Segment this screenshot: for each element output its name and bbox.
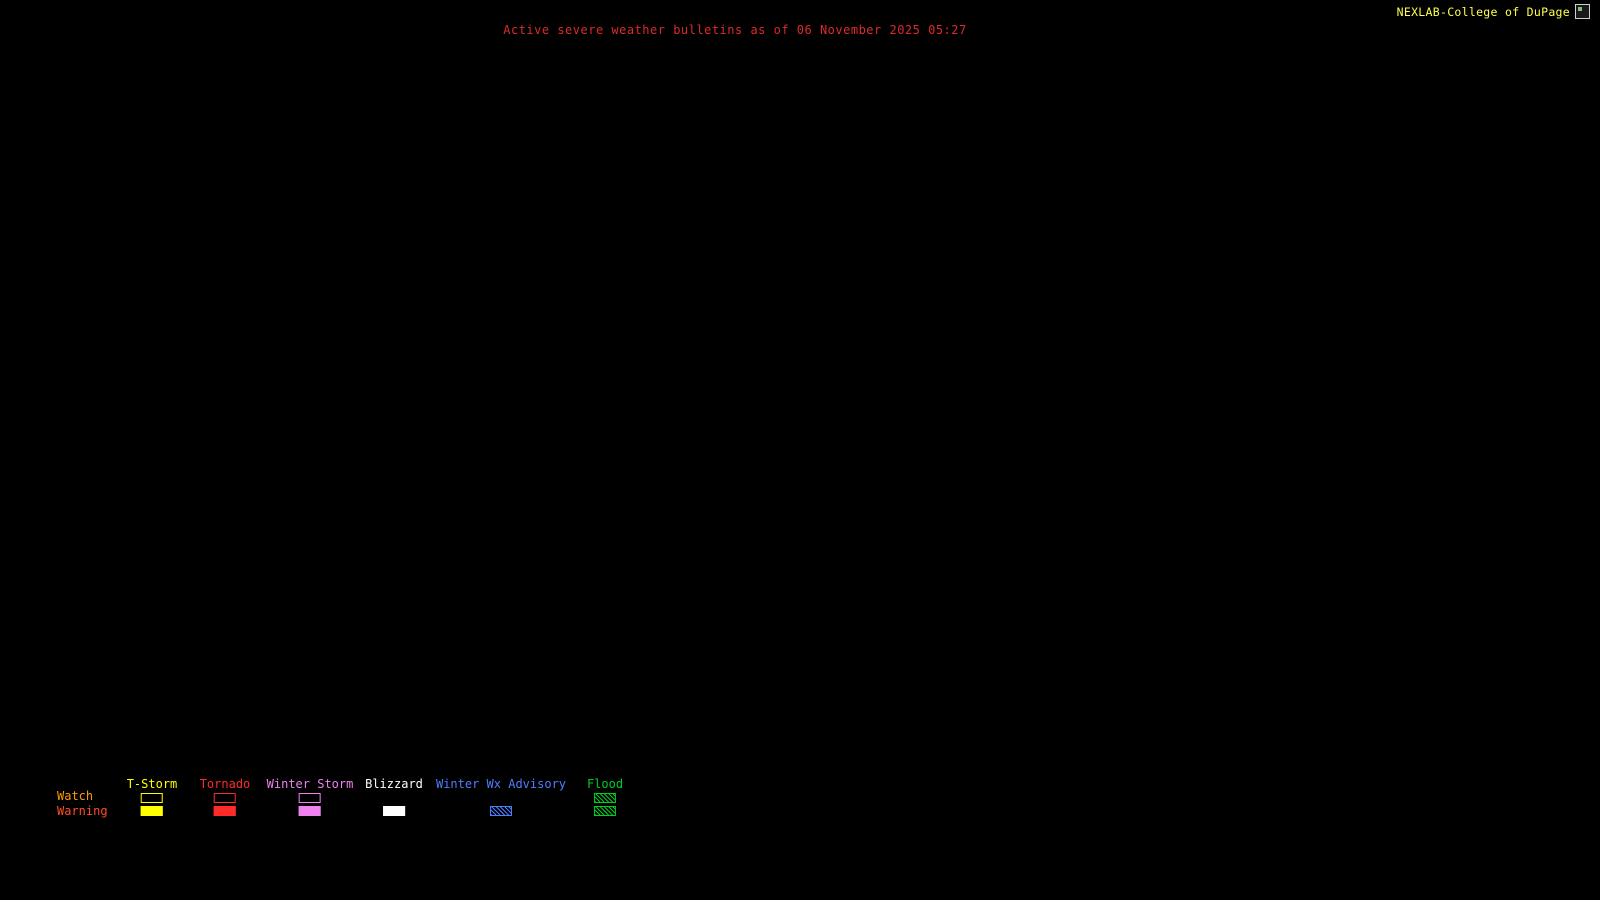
brand-logo-icon bbox=[1575, 4, 1590, 19]
brand-text: NEXLAB-College of DuPage bbox=[1396, 5, 1570, 19]
bulletin-title: Active severe weather bulletins as of 06… bbox=[503, 23, 967, 37]
